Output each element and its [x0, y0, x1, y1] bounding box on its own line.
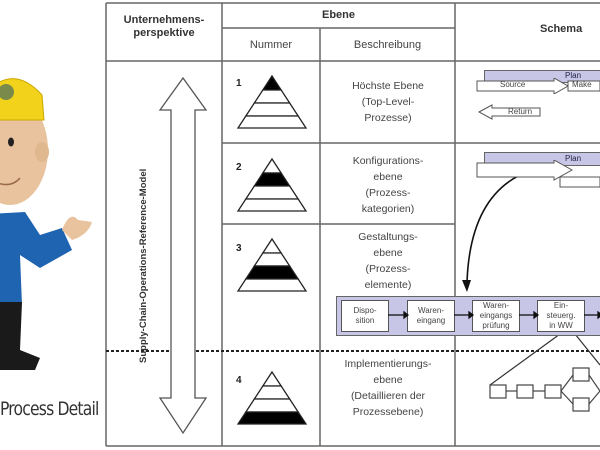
header-nummer: Nummer	[249, 39, 293, 51]
mascot-face	[0, 95, 48, 205]
pyramid-band	[244, 185, 300, 200]
description-line: Implementierungs-	[344, 358, 432, 370]
description-line: ebene	[373, 374, 403, 386]
description-line: (Detaillieren der	[350, 390, 426, 402]
pyramid-band	[261, 237, 283, 254]
header-perspective: Unternehmens- perspektive	[123, 14, 205, 39]
level-number: 4	[236, 375, 242, 386]
mascot-trousers	[0, 302, 40, 370]
plan-label-level2: Plan	[565, 154, 582, 163]
level-description: Gestaltungs-ebene (Prozess-elemente)	[323, 229, 453, 293]
scor-model-vertical-label: Supply-Chain-Operations-Reference-Model	[138, 168, 149, 363]
mascot-eye	[8, 137, 14, 147]
pyramid-band	[253, 252, 291, 267]
source-make-arrows	[476, 78, 600, 94]
description-line: Konfigurations-	[352, 155, 424, 167]
pyramid-band	[261, 370, 283, 387]
hat-badge-icon	[0, 84, 14, 100]
description-line: ebene	[373, 171, 403, 183]
process-step-arrows	[388, 310, 600, 320]
impl-box	[572, 397, 590, 412]
worker-mascot-illustration	[0, 78, 92, 370]
pyramid-band	[236, 278, 308, 292]
level-description: Konfigurations-ebene (Prozess-kategorien)	[323, 153, 453, 217]
pyramid-band	[236, 115, 308, 129]
pyramid-band	[236, 198, 308, 212]
impl-box	[489, 384, 507, 399]
process-detail-caption: Process Detail	[0, 398, 99, 420]
pyramid-band	[244, 398, 300, 413]
pyramid-band	[236, 411, 308, 425]
process-step-disposition: Dispo- sition	[341, 300, 389, 332]
level2-process-arrows	[476, 160, 600, 188]
pyramid-band	[253, 385, 291, 400]
description-line: (Top-Level-	[361, 96, 415, 108]
expansion-line-left	[489, 333, 561, 386]
impl-box	[516, 384, 534, 399]
description-line: Gestaltungs-	[358, 231, 418, 243]
impl-box	[572, 367, 590, 382]
mascot-smile	[0, 177, 21, 186]
make-label: Make	[572, 80, 592, 89]
pyramid-band	[253, 89, 291, 104]
pyramid-level-2-icon	[236, 157, 308, 212]
pyramid-band	[253, 172, 291, 187]
header-schema: Schema	[540, 23, 583, 35]
level-description: Höchste Ebene (Top-Level- Prozesse)	[323, 78, 453, 126]
description-line: elemente)	[364, 279, 412, 291]
impl-box	[544, 384, 562, 399]
pyramid-band	[244, 265, 300, 280]
description-line: Höchste Ebene	[352, 80, 424, 92]
level-number: 2	[236, 162, 242, 173]
mascot-hand	[62, 216, 92, 240]
curved-connector-arrow	[466, 174, 521, 283]
return-arrow-icon	[478, 104, 541, 120]
process-step-wareneingangspruefung: Waren- eingangs prüfung	[472, 300, 520, 332]
level-number: 3	[236, 243, 242, 254]
description-line: Prozessebene)	[352, 406, 424, 418]
source-label: Source	[500, 80, 526, 89]
description-line: kategorien)	[361, 203, 415, 215]
pyramid-level-1-icon	[236, 74, 308, 129]
connector-arrowhead-icon	[462, 280, 471, 292]
mascot-shirt	[0, 212, 72, 305]
process-step-wareneingang: Waren- eingang	[407, 300, 455, 332]
description-line: (Prozess-	[365, 263, 411, 275]
process-step-einsteuerung: Ein- steuerg. in WW	[537, 300, 585, 332]
mascot-ear	[35, 142, 49, 162]
description-line: ebene	[373, 247, 403, 259]
plan-label: Plan	[565, 71, 582, 80]
level-number: 1	[236, 78, 242, 89]
double-arrow-icon	[158, 76, 208, 435]
pyramid-level-3-icon	[236, 237, 308, 292]
description-line: (Prozess-	[365, 187, 411, 199]
pyramid-band	[261, 74, 283, 91]
pyramid-level-4-icon	[236, 370, 308, 425]
return-label: Return	[508, 107, 533, 116]
header-beschreibung: Beschreibung	[353, 39, 422, 51]
pyramid-band	[261, 157, 283, 174]
pyramid-band	[244, 102, 300, 117]
description-line: Prozesse)	[364, 112, 412, 124]
header-ebene: Ebene	[321, 9, 355, 21]
expansion-line-right	[574, 333, 600, 366]
